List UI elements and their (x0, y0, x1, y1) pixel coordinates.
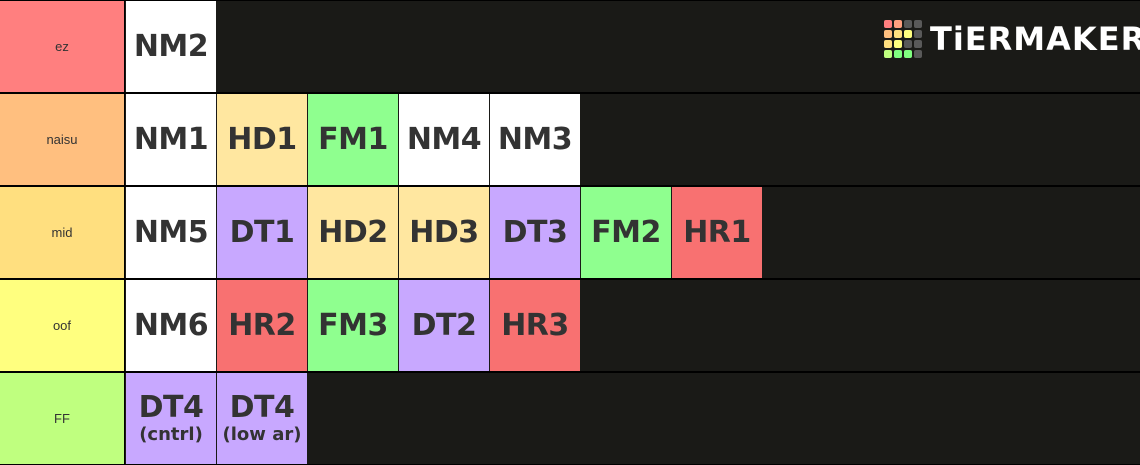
tier-item-label: DT2 (411, 307, 477, 343)
logo-grid-square (914, 20, 922, 28)
tier-item-tile[interactable]: HD1 (217, 94, 307, 185)
tier-item-label: DT4 (138, 390, 204, 425)
tier-items: NM1 HD1 FM1 NM4 NM3 (126, 94, 581, 185)
tier-item-tile[interactable]: DT2 (399, 280, 489, 371)
logo-grid-square (904, 40, 912, 48)
tier-label[interactable]: mid (0, 187, 125, 278)
tier-items: NM5 DT1 HD2 HD3 DT3 FM2 HR1 (126, 187, 763, 278)
tier-item-tile[interactable]: HR2 (217, 280, 307, 371)
logo-grid-square (884, 30, 892, 38)
tier-item-label: HD2 (318, 214, 388, 250)
tier-items: NM2 (126, 1, 217, 92)
tier-item-label: HR2 (228, 307, 296, 343)
tier-item-sublabel: (cntrl) (139, 424, 203, 445)
tier-item-label: NM4 (406, 121, 482, 157)
logo-grid-square (914, 30, 922, 38)
logo-grid-square (904, 30, 912, 38)
tier-item-tile[interactable]: DT3 (490, 187, 580, 278)
tier-item-tile[interactable]: DT1 (217, 187, 307, 278)
logo-grid-square (914, 40, 922, 48)
logo-grid-square (884, 20, 892, 28)
tier-item-tile[interactable]: NM3 (490, 94, 580, 185)
tier-items: DT4(cntrl)DT4(low ar) (126, 373, 308, 464)
logo-grid-square (884, 50, 892, 58)
tier-item-tile[interactable]: HD2 (308, 187, 398, 278)
logo-grid-square (894, 50, 902, 58)
tier-item-tile[interactable]: NM6 (126, 280, 216, 371)
logo-grid-square (904, 50, 912, 58)
tier-item-tile[interactable]: NM5 (126, 187, 216, 278)
tier-item-tile[interactable]: FM2 (581, 187, 671, 278)
tier-item-tile[interactable]: HR3 (490, 280, 580, 371)
tier-label[interactable]: ez (0, 1, 125, 92)
logo-grid-square (894, 20, 902, 28)
tier-item-tile[interactable]: DT4(low ar) (217, 373, 307, 464)
tier-label[interactable]: oof (0, 280, 125, 371)
tier-item-tile[interactable]: HD3 (399, 187, 489, 278)
tier-item-sublabel: (low ar) (222, 424, 302, 445)
logo-grid-square (914, 50, 922, 58)
tier-item-label: DT4 (229, 390, 295, 425)
tier-item-tile[interactable]: NM1 (126, 94, 216, 185)
tier-item-label: NM6 (133, 307, 209, 343)
logo-grid-square (894, 30, 902, 38)
tier-item-label: DT3 (502, 214, 568, 250)
tier-item-label: DT1 (229, 214, 295, 250)
tier-item-tile[interactable]: HR1 (672, 187, 762, 278)
tiermaker-logo-grid-icon (884, 20, 922, 58)
tier-item-label: HD1 (227, 121, 297, 157)
tier-item-tile[interactable]: DT4(cntrl) (126, 373, 216, 464)
logo-grid-square (884, 40, 892, 48)
tier-item-label: HD3 (409, 214, 479, 250)
tier-item-label: HR3 (501, 307, 569, 343)
tier-item-label: FM1 (318, 121, 388, 157)
tier-label[interactable]: FF (0, 373, 125, 464)
logo-grid-square (904, 20, 912, 28)
logo-grid-square (894, 40, 902, 48)
tier-item-tile[interactable]: NM4 (399, 94, 489, 185)
tier-item-tile[interactable]: FM1 (308, 94, 398, 185)
tier-item-label: NM3 (497, 121, 573, 157)
tier-item-tile[interactable]: NM2 (126, 1, 216, 92)
tier-item-label: FM2 (591, 214, 661, 250)
tier-items: NM6 HR2 FM3 DT2 HR3 (126, 280, 581, 371)
tier-item-label: FM3 (318, 307, 388, 343)
tier-item-label: NM1 (133, 121, 209, 157)
tier-item-tile[interactable]: FM3 (308, 280, 398, 371)
tier-item-label: NM2 (133, 28, 209, 64)
tier-item-label: HR1 (683, 214, 751, 250)
tiermaker-logo: TiERMAKER (884, 20, 1140, 58)
tiermaker-logo-text: TiERMAKER (930, 20, 1140, 58)
tier-item-label: NM5 (133, 214, 209, 250)
tier-label[interactable]: naisu (0, 94, 125, 185)
